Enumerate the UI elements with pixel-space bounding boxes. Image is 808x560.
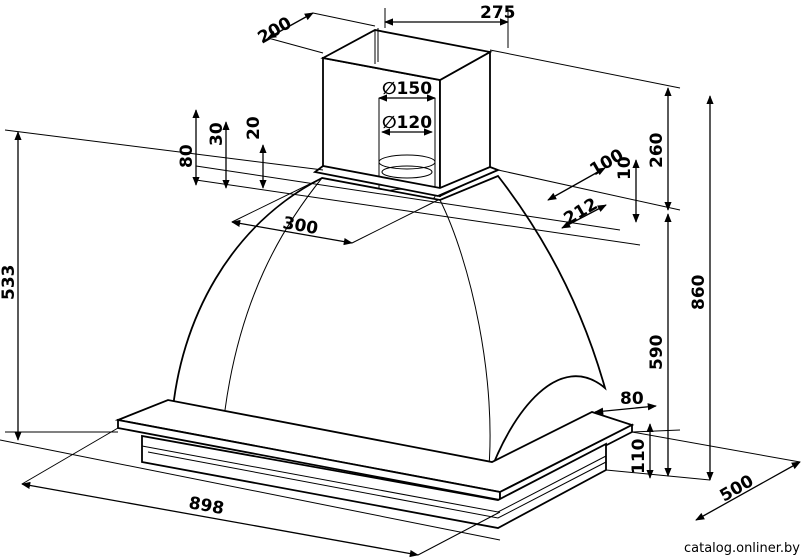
label-chimney-width: 275 — [480, 3, 516, 23]
chimney-top — [320, 29, 493, 81]
label-dim-590: 590 — [647, 334, 667, 370]
top-plate — [312, 165, 501, 197]
label-dim-80-top: 80 — [177, 144, 197, 168]
label-dim-260: 260 — [647, 132, 667, 168]
label-dim-110: 110 — [629, 438, 649, 474]
label-outlet-inner: ∅120 — [382, 113, 432, 133]
label-dim-533: 533 — [0, 265, 19, 301]
hood-body — [114, 28, 635, 529]
label-outlet-outer: ∅150 — [382, 79, 432, 99]
label-chimney-depth: 200 — [255, 13, 296, 48]
label-dim-500: 500 — [717, 471, 758, 506]
label-dim-80-side: 80 — [620, 389, 644, 409]
dome — [171, 174, 607, 480]
label-dim-30: 30 — [207, 122, 227, 146]
label-dim-10: 10 — [615, 156, 635, 180]
label-dim-20: 20 — [244, 116, 264, 140]
watermark: catalog.onliner.by — [681, 541, 802, 556]
label-dim-860: 860 — [689, 274, 709, 310]
dimension-lines — [0, 8, 801, 558]
